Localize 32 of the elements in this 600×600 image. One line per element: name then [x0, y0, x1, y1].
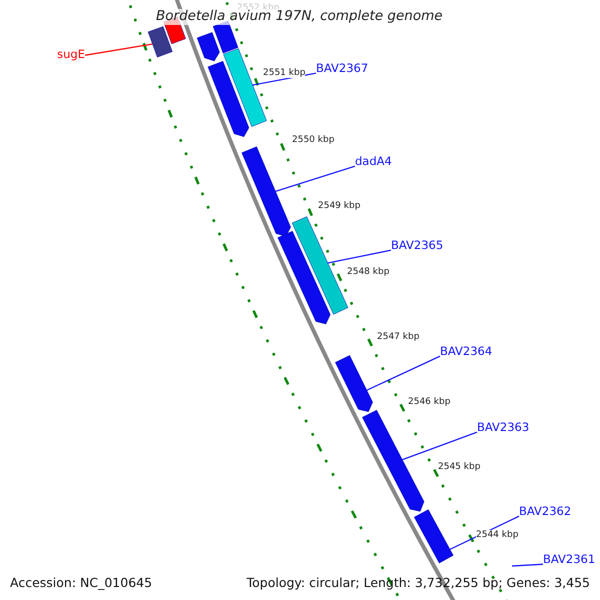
- gene-bar: [335, 355, 373, 412]
- tick-label: 2545 kbp: [438, 462, 480, 472]
- tick-label: 2546 kbp: [408, 397, 450, 408]
- gene-bar: [278, 230, 331, 324]
- leader-line: [275, 166, 356, 192]
- gene-label: BAV2364: [440, 345, 492, 358]
- leader-line: [84, 43, 153, 56]
- gene-label: sugE: [57, 48, 85, 62]
- gene-label: BAV2365: [391, 239, 444, 252]
- gene-label: BAV2362: [519, 505, 572, 518]
- gene-label: BAV2367: [316, 62, 368, 76]
- gene-bar: [362, 410, 424, 512]
- gene-bar: [148, 26, 173, 58]
- tick-label: 2544 kbp: [476, 530, 518, 540]
- gene-label: BAV2363: [477, 421, 530, 434]
- leader-line: [402, 432, 478, 460]
- gene-label: dadA4: [355, 155, 392, 168]
- gene-bar: [292, 216, 348, 315]
- tick-label: 2548 kbp: [347, 267, 390, 278]
- gene-label: BAV2361: [543, 553, 596, 566]
- leader-line: [327, 250, 392, 264]
- gene-bar: [414, 509, 454, 564]
- leader-line: [366, 356, 440, 391]
- tick-label: 2547 kbp: [377, 332, 420, 342]
- tick-label: 2551 kbp: [263, 68, 306, 78]
- tick-label: 2550 kbp: [292, 135, 334, 146]
- gene-bar: [208, 61, 250, 137]
- leader-line: [512, 564, 544, 567]
- gene-bar: [242, 146, 291, 237]
- footer-text: Accession: NC_010645: [10, 576, 152, 590]
- gene-bar: [196, 32, 220, 62]
- tick-label: 2549 kbp: [318, 201, 360, 212]
